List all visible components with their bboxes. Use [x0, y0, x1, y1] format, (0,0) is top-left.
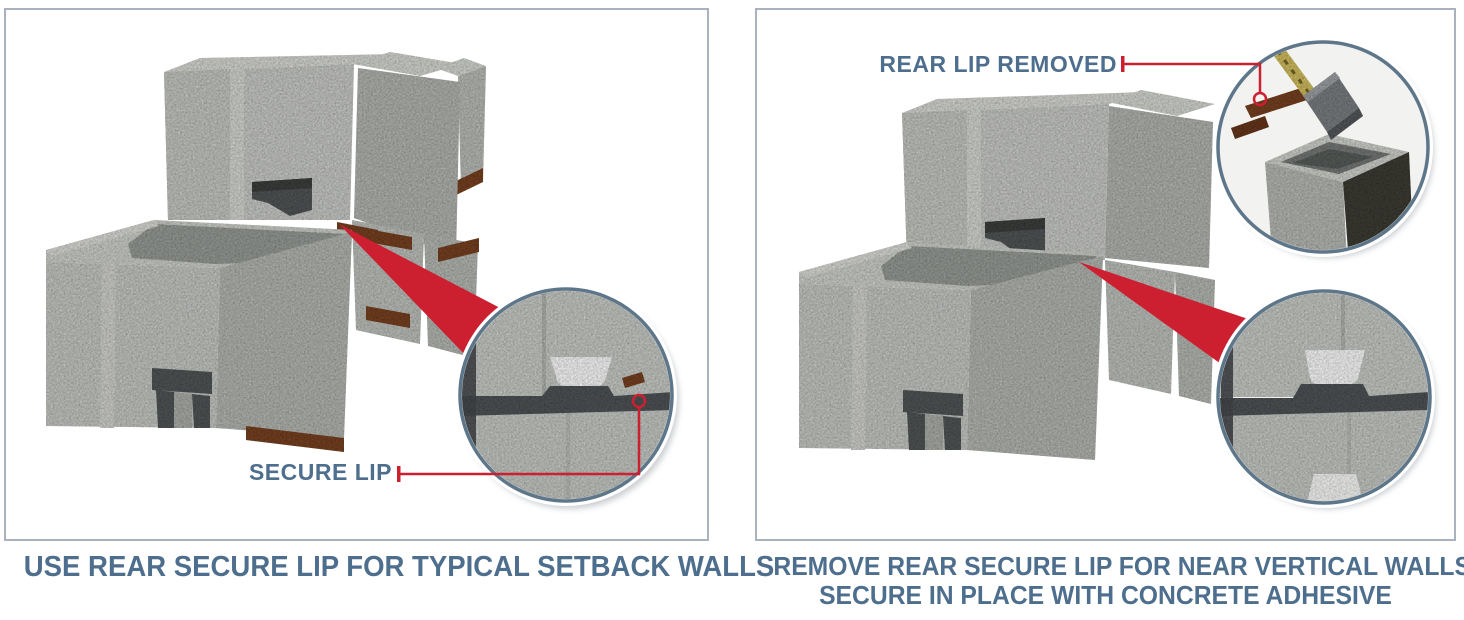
block-side-face [1105, 106, 1213, 268]
removed-lip-piece [1245, 88, 1307, 118]
interlock-groove [462, 386, 670, 416]
caption-text: USE REAR SECURE LIP FOR TYPICAL SETBACK … [23, 551, 775, 583]
leader-marker [1252, 91, 1268, 107]
secure-lip-strip [454, 168, 483, 196]
secure-lip-strip [367, 229, 412, 250]
hammer-icon [1265, 44, 1363, 140]
block-top-face [164, 54, 392, 72]
circle-rim [458, 287, 674, 503]
block-notch-shadow [252, 178, 312, 192]
leader-marker [631, 393, 647, 409]
block-top-face [436, 58, 486, 76]
panel-setback-walls: SECURE LIP [4, 8, 709, 541]
callout-triangle [1079, 262, 1257, 364]
block-top-face [1107, 90, 1215, 116]
circle-rim [1216, 289, 1432, 505]
block-foot [1303, 264, 1345, 288]
leader-line-rear-lip [1121, 56, 1268, 107]
fork-slot-center [174, 392, 192, 428]
detail-circle-no-lip [1213, 286, 1436, 509]
fork-slot-top [903, 390, 963, 416]
block-corner-highlight [100, 264, 116, 428]
secure-lip-strip [438, 238, 479, 262]
block-corner-highlight [851, 286, 867, 450]
callout-triangle [339, 224, 504, 358]
block-corner-highlight [230, 68, 244, 220]
block-top-highlight [46, 220, 159, 256]
panel-vertical-walls: REAR LIP REMOVED [755, 8, 1456, 541]
detail-circle-secure-lip [455, 284, 679, 509]
block-seam [566, 404, 570, 499]
caption-text-line2: SECURE IN PLACE WITH CONCRETE ADHESIVE [819, 580, 1392, 610]
caption-vertical-walls: REMOVE REAR SECURE LIP FOR NEAR VERTICAL… [755, 552, 1464, 610]
block-top-highlight [799, 242, 912, 278]
fork-slot-leg [907, 412, 925, 450]
channel-void [1305, 350, 1365, 384]
block-side-face [216, 232, 352, 438]
block-front-face [902, 110, 967, 260]
fork-slot-leg [192, 394, 210, 428]
setback-wall-illustration [46, 52, 679, 509]
block-side-face [354, 68, 460, 256]
block-seam [1341, 293, 1345, 397]
block-top-face [902, 92, 1145, 113]
hammer-head-shade [1327, 108, 1363, 140]
fork-slot-leg [943, 416, 961, 450]
leader-tick [1121, 56, 1125, 72]
secure-lip-detail [622, 372, 645, 388]
detail-circle-hammer [1213, 37, 1434, 288]
lower-course-blocks [799, 242, 1103, 460]
hammer-head-highlight [1303, 72, 1340, 102]
block-cavity-deep [1293, 149, 1373, 169]
block-corner-highlight [967, 109, 981, 260]
leader-tick [397, 466, 401, 482]
block-top-face [352, 52, 462, 76]
block-side-face [967, 256, 1103, 460]
channel-void-lower [1307, 474, 1363, 501]
caption-setback-walls: USE REAR SECURE LIP FOR TYPICAL SETBACK … [4, 551, 775, 584]
fork-slot-top [152, 368, 212, 394]
cross-section-detail [1220, 293, 1428, 501]
leader-path [1123, 62, 1262, 92]
secure-lip-strip [366, 306, 410, 328]
fork-slot-center [925, 414, 943, 450]
channel-void [550, 357, 612, 386]
interlock-groove [1220, 384, 1428, 416]
leader-path [399, 408, 641, 476]
block-seam [1347, 406, 1351, 501]
block-notch-shadow [985, 218, 1045, 233]
caption-text-line1: REMOVE REAR SECURE LIP FOR NEAR VERTICAL… [773, 551, 1464, 581]
block-side-face [458, 66, 486, 190]
secure-lip-strip [246, 426, 344, 452]
rear-lip-removed-label: REAR LIP REMOVED [879, 51, 1117, 77]
block-front-face [164, 69, 230, 220]
removed-lip-piece [1231, 116, 1269, 139]
lower-course-blocks [46, 220, 352, 452]
block-rear-face [1265, 162, 1347, 250]
secure-lip-label: SECURE LIP [248, 459, 392, 485]
circle-rim [1216, 40, 1430, 254]
fork-slot-leg [156, 390, 174, 428]
block-seam [542, 291, 546, 399]
leader-line-secure-lip [397, 393, 647, 482]
lip-removal-detail [1231, 44, 1413, 288]
vertical-wall-illustration [799, 37, 1436, 509]
